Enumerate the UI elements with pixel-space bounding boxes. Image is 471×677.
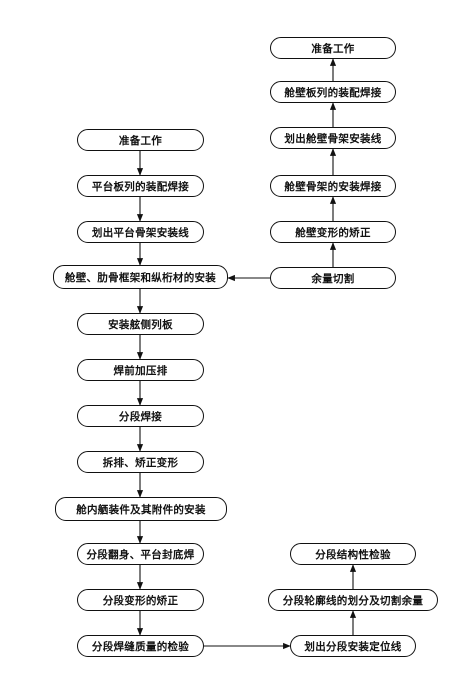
left-step-6: 焊前加压排: [77, 359, 204, 381]
left-step-1-label: 准备工作: [118, 134, 163, 147]
right-step-2-label: 舱壁板列的装配焊接: [284, 86, 382, 99]
left-step-8-label: 拆排、矫正变形: [102, 456, 179, 469]
left-step-4: 舱壁、肋骨框架和纵桁材的安装: [53, 265, 228, 289]
right-bottom-step-2-label: 分段轮廓线的划分及切割余量: [282, 594, 424, 607]
left-step-5: 安装舷侧列板: [77, 313, 204, 335]
right-bottom-step-3-label: 划出分段安装定位线: [304, 640, 402, 653]
left-step-9: 舱内舾装件及其附件的安装: [55, 497, 227, 521]
left-step-4-label: 舱壁、肋骨框架和纵桁材的安装: [64, 271, 217, 284]
right-step-1: 准备工作: [270, 37, 396, 59]
right-step-4: 舱壁骨架的安装焊接: [270, 175, 396, 197]
right-bottom-step-1-label: 分段结构性检验: [315, 548, 391, 561]
left-step-8: 拆排、矫正变形: [77, 451, 204, 473]
right-step-4-label: 舱壁骨架的安装焊接: [284, 180, 382, 193]
right-step-3-label: 划出舱壁骨架安装线: [284, 132, 382, 145]
right-bottom-step-2: 分段轮廓线的划分及切割余量: [268, 589, 438, 611]
left-step-11: 分段变形的矫正: [77, 589, 204, 611]
left-step-6-label: 焊前加压排: [113, 364, 168, 377]
left-step-10-label: 分段翻身、平台封底焊: [86, 548, 195, 561]
right-step-3: 划出舱壁骨架安装线: [270, 127, 396, 149]
right-step-1-label: 准备工作: [311, 42, 355, 55]
right-bottom-step-3: 划出分段安装定位线: [290, 635, 416, 657]
left-step-10: 分段翻身、平台封底焊: [77, 543, 204, 565]
left-step-2-label: 平台板列的装配焊接: [91, 180, 190, 193]
right-bottom-step-1: 分段结构性检验: [290, 543, 416, 565]
left-step-9-label: 舱内舾装件及其附件的安装: [76, 503, 206, 516]
left-step-12-label: 分段焊缝质量的检验: [91, 640, 190, 653]
left-step-2: 平台板列的装配焊接: [77, 175, 204, 197]
left-step-1: 准备工作: [77, 129, 204, 151]
right-step-5-label: 舱壁变形的矫正: [295, 226, 371, 239]
left-step-11-label: 分段变形的矫正: [102, 594, 179, 607]
right-step-6-label: 余量切割: [311, 272, 355, 285]
left-step-5-label: 安装舷侧列板: [108, 318, 173, 331]
left-step-3: 划出平台骨架安装线: [77, 221, 204, 243]
right-step-2: 舱壁板列的装配焊接: [270, 81, 396, 103]
left-step-7: 分段焊接: [77, 405, 204, 427]
right-step-5: 舱壁变形的矫正: [270, 221, 396, 243]
right-step-6: 余量切割: [270, 267, 396, 289]
left-step-7-label: 分段焊接: [118, 410, 163, 423]
left-step-3-label: 划出平台骨架安装线: [91, 226, 190, 239]
left-step-12: 分段焊缝质量的检验: [77, 635, 204, 657]
